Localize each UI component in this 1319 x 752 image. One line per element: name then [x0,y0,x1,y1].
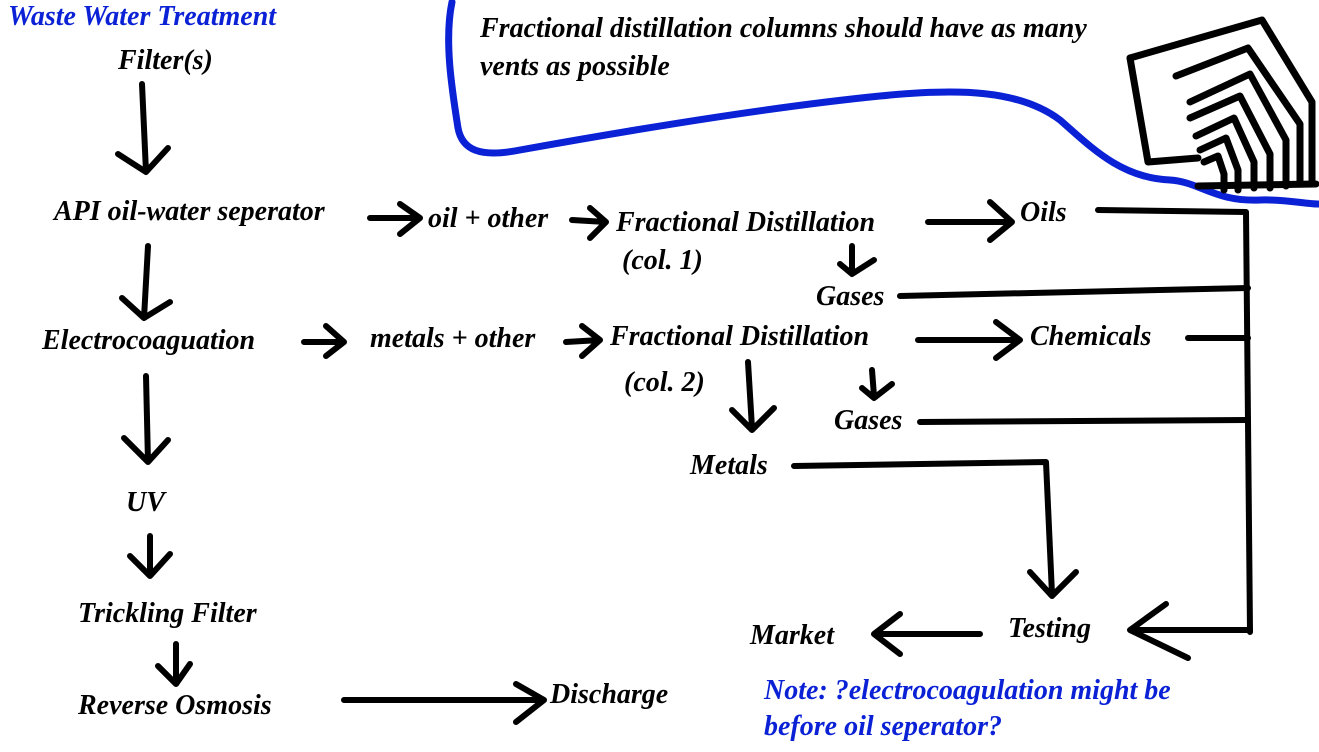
node-filters: Filter(s) [118,45,213,76]
arrow-collector-to-testing [1127,601,1253,661]
node-reverse-osmosis: Reverse Osmosis [78,690,272,721]
arrow-api-to-oil-other [367,201,423,237]
arrow-frac1-to-gases1 [837,243,877,277]
arrow-testing-to-market [871,611,983,657]
node-chemicals: Chemicals [1030,321,1152,352]
arrow-electro-to-uv [121,373,171,465]
arrow-electro-to-metals-other [301,323,347,359]
node-discharge: Discharge [550,679,669,710]
arrow-trickling-to-ro [155,641,193,687]
arrow-uv-to-trickling [127,533,173,579]
line-gases1-collector [897,285,1251,299]
node-frac1-col: (col. 1) [622,245,703,276]
node-oil-other: oil + other [428,203,549,234]
columns-note-line2: vents as possible [480,51,670,82]
arrow-frac2-to-metals [729,359,777,433]
bottom-note-line2: before oil seperator? [764,711,1002,742]
line-oils-collector [1095,207,1253,635]
arrow-frac2-to-gases2 [859,367,895,401]
node-uv: UV [126,487,165,518]
node-electrocoagulation: Electrocoaguation [42,325,256,356]
node-market: Market [750,620,834,651]
bottom-note-line1: Note: ?electrocoagulation might be [764,675,1171,706]
page-title: Waste Water Treatment [8,1,277,32]
node-trickling-filter: Trickling Filter [78,598,257,629]
columns-note-line1: Fractional distillation columns should h… [480,13,1087,44]
arrow-frac2-to-chemicals [915,319,1023,361]
node-gases1: Gases [816,281,885,312]
node-frac2: Fractional Distillation [610,321,870,352]
node-oils: Oils [1020,197,1067,228]
node-metals: Metals [690,450,768,481]
arrow-oil-other-to-frac1 [569,205,609,241]
node-frac1: Fractional Distillation [616,207,876,238]
arrow-metals-other-to-frac2 [563,323,603,359]
arrow-ro-to-discharge [341,681,547,725]
arrow-filters-to-api [115,81,171,175]
line-gases2-collector [917,417,1251,425]
highlight-outline [445,0,1319,208]
node-gases2: Gases [834,405,903,436]
node-api-separator: API oil-water seperator [54,196,325,227]
node-frac2-col: (col. 2) [624,367,705,398]
node-testing: Testing [1008,613,1091,644]
arrow-api-to-electro [119,243,173,321]
arrow-frac1-to-oils [925,199,1015,243]
distillation-column-sketch-icon [1126,16,1319,194]
node-metals-other: metals + other [370,323,536,354]
arrow-metals-to-testing [791,459,1079,599]
